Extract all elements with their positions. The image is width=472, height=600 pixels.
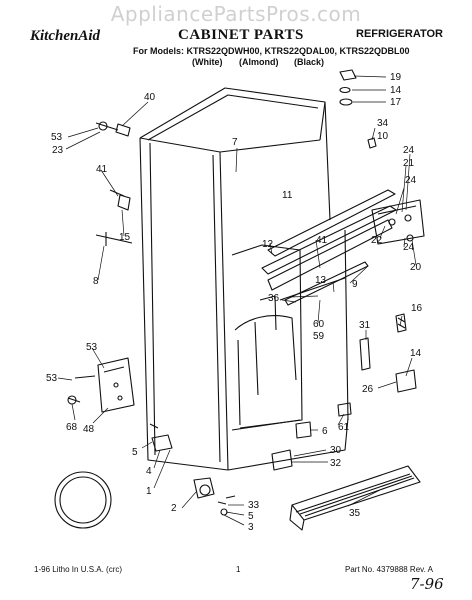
color-black: (Black)	[294, 57, 325, 67]
callout-41-center: 41	[316, 235, 328, 246]
callout-68: 68	[66, 422, 78, 433]
brand-logo: KitchenAid	[30, 28, 101, 44]
callout-2: 2	[171, 503, 177, 514]
callout-5-right: 5	[248, 511, 254, 522]
callout-59: 59	[313, 331, 325, 342]
hinge-bracket-right	[371, 199, 425, 245]
callout-1: 1	[146, 486, 152, 497]
rating-badge	[54, 471, 112, 529]
callout-14-right: 14	[410, 348, 422, 359]
callout-22: 22	[371, 235, 383, 246]
callout-20: 20	[410, 262, 422, 273]
callout-23: 23	[52, 145, 64, 156]
callout-24-top: 24	[403, 145, 415, 156]
part-number: Part No. 4379888 Rev. A	[345, 565, 433, 574]
callout-19: 19	[390, 72, 402, 83]
callout-16: 16	[411, 303, 423, 314]
watermark: AppliancePartsPros.com	[110, 2, 362, 26]
callout-40: 40	[144, 92, 156, 103]
callout-15: 15	[119, 232, 131, 243]
callout-53-top: 53	[51, 132, 63, 143]
left-top-parts	[95, 121, 133, 246]
callout-53-low: 53	[46, 373, 58, 384]
page-title: CABINET PARTS	[178, 27, 304, 43]
toe-grille	[289, 465, 421, 531]
callout-3: 3	[248, 522, 254, 533]
page-number: 1	[236, 565, 241, 574]
callout-31: 31	[359, 320, 371, 331]
handwritten-note: 7-96	[410, 575, 444, 593]
callout-5-left: 5	[132, 447, 138, 458]
leader-lines	[57, 75, 417, 526]
callout-14-top: 14	[390, 85, 402, 96]
callout-41-left: 41	[96, 164, 108, 175]
callout-6: 6	[322, 426, 328, 437]
callout-labels: 40 53 23 7 41 15 8 19 14 17 34 10 24 21 …	[46, 72, 423, 533]
callout-8: 8	[93, 276, 99, 287]
print-info: 1-96 Litho In U.S.A. (crc)	[34, 565, 123, 574]
callout-61: 61	[338, 422, 350, 433]
callout-32: 32	[330, 458, 342, 469]
callout-24-mid: 24	[405, 175, 417, 186]
color-almond: (Almond)	[239, 57, 279, 67]
callout-7: 7	[232, 137, 238, 148]
callout-17: 17	[390, 97, 402, 108]
callout-33: 33	[248, 500, 260, 511]
callout-53-mid: 53	[86, 342, 98, 353]
callout-9: 9	[352, 279, 358, 290]
color-white: (White)	[192, 57, 223, 67]
cabinet-liner	[231, 244, 303, 431]
callout-4: 4	[146, 466, 152, 477]
callout-11: 11	[282, 190, 293, 201]
callout-13: 13	[315, 275, 327, 286]
side-bracket-left	[67, 357, 135, 413]
callout-26: 26	[362, 384, 374, 395]
callout-34: 34	[377, 118, 389, 129]
callout-48: 48	[83, 424, 95, 435]
top-hinge-parts	[339, 69, 377, 149]
appliance-type: REFRIGERATOR	[356, 28, 443, 40]
callout-36: 36	[268, 293, 280, 304]
callout-21: 21	[403, 158, 415, 169]
lower-right-parts	[271, 313, 417, 471]
callout-60: 60	[313, 319, 325, 330]
callout-35: 35	[349, 508, 361, 519]
callout-30: 30	[330, 445, 342, 456]
callout-12: 12	[262, 239, 274, 250]
model-list: For Models: KTRS22QDWH00, KTRS22QDAL00, …	[133, 46, 410, 56]
callout-24-low: 24	[403, 242, 415, 253]
callout-10: 10	[377, 131, 389, 142]
